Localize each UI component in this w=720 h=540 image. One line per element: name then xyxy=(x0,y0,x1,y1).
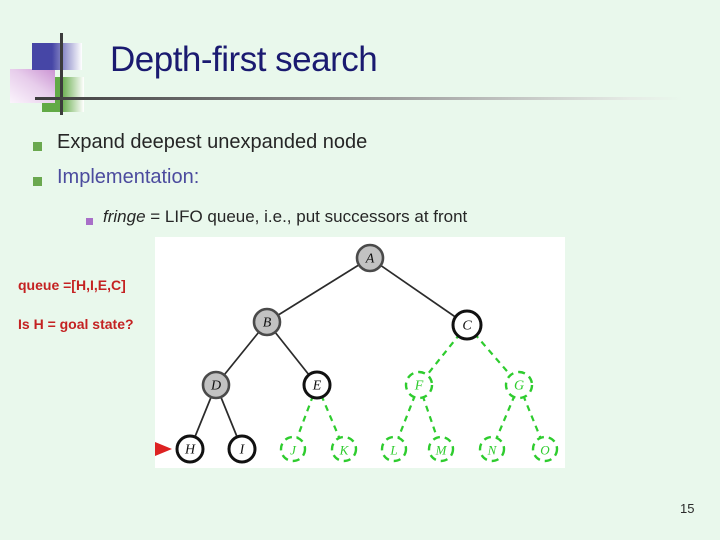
slide-title: Depth-first search xyxy=(110,40,378,79)
sub-bullet-fringe: fringe = LIFO queue, i.e., put successor… xyxy=(103,207,467,227)
bullet-square-icon xyxy=(33,142,42,151)
tree-node-O xyxy=(531,435,559,463)
tree-node-K xyxy=(330,435,358,463)
sub-bullet-square-icon xyxy=(86,218,93,225)
tree-node-label-G: G xyxy=(514,379,524,394)
tree-node-label-L: L xyxy=(389,443,397,458)
tree-node-label-I: I xyxy=(239,443,246,458)
tree-node-D xyxy=(201,370,231,400)
tree-node-C xyxy=(451,309,483,341)
tree-node-label-O: O xyxy=(540,443,550,458)
tree-node-J xyxy=(279,435,307,463)
tree-node-I xyxy=(227,434,257,464)
tree-node-F xyxy=(404,370,434,400)
tree-node-E xyxy=(302,370,332,400)
tree-node-label-F: F xyxy=(414,379,424,394)
tree-node-L xyxy=(380,435,408,463)
tree-svg: A B C D E F G H I J K L M N O xyxy=(155,237,565,468)
page-number: 15 xyxy=(680,501,695,516)
tree-canvas xyxy=(155,237,565,468)
queue-annotation: queue =[H,I,E,C] xyxy=(18,277,126,293)
fringe-rest: = LIFO queue, i.e., put successors at fr… xyxy=(145,207,468,226)
tree-node-label-B: B xyxy=(263,316,272,331)
tree-node-label-H: H xyxy=(184,443,196,458)
tree-node-label-N: N xyxy=(487,443,498,458)
tree-node-label-J: J xyxy=(290,443,297,458)
tree-node-N xyxy=(478,435,506,463)
tree-node-label-K: K xyxy=(339,443,350,458)
tree-edge-A-B xyxy=(266,257,371,323)
goal-check-annotation: Is H = goal state? xyxy=(18,316,134,332)
tree-node-label-C: C xyxy=(462,319,472,334)
tree-diagram: A B C D E F G H I J K L M N O xyxy=(140,230,570,470)
tree-node-label-D: D xyxy=(210,379,221,394)
tree-node-G xyxy=(504,370,534,400)
current-node-arrow xyxy=(155,442,172,456)
tree-node-A xyxy=(355,243,385,273)
tree-node-H xyxy=(175,434,205,464)
title-underline xyxy=(35,97,683,100)
logo-vertical-line xyxy=(60,33,63,115)
tree-node-label-A: A xyxy=(365,252,375,267)
bullet-expand: Expand deepest unexpanded node xyxy=(57,131,368,153)
tree-node-label-E: E xyxy=(312,379,322,394)
tree-edge-A-C xyxy=(369,257,468,326)
tree-node-B xyxy=(252,307,282,337)
logo-blue-square xyxy=(32,43,82,70)
fringe-italic: fringe xyxy=(103,207,146,226)
bullet-implementation: Implementation: xyxy=(57,166,200,188)
tree-node-M xyxy=(427,435,455,463)
tree-node-label-M: M xyxy=(435,443,448,458)
bullet-square-icon xyxy=(33,177,42,186)
